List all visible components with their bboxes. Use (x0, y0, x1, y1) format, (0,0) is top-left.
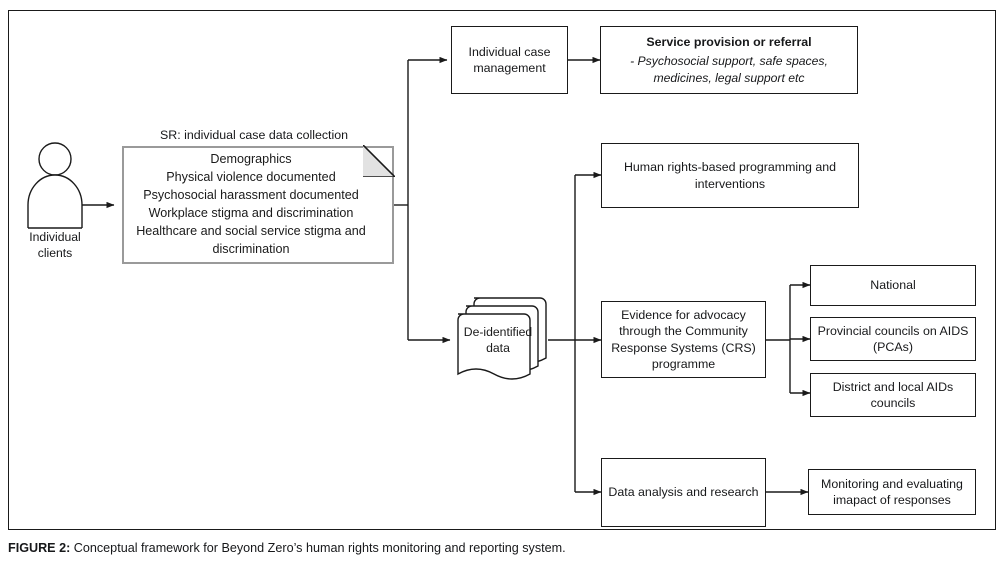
node-provincial-councils[interactable]: Provincial councils on AIDS (PCAs) (810, 317, 976, 361)
collection-item-healthcare-stigma: Healthcare and social service stigma and… (136, 223, 366, 256)
figure-caption: FIGURE 2: Conceptual framework for Beyon… (8, 540, 996, 558)
service-provision-detail: - Psychosocial support, safe spaces, med… (630, 54, 828, 85)
node-monitoring-evaluating[interactable]: Monitoring and evaluating imapact of res… (808, 469, 976, 515)
node-district-councils[interactable]: District and local AIDs councils (810, 373, 976, 417)
service-provision-title: Service provision or referral (646, 34, 812, 49)
provincial-label: Provincial councils on AIDS (PCAs) (817, 323, 969, 354)
client-label-line2: clients (37, 245, 73, 260)
collection-item-physical-violence: Physical violence documented (166, 170, 336, 185)
case-management-label: Individual case management (468, 44, 551, 75)
national-label: National (870, 278, 916, 293)
node-data-analysis[interactable]: Data analysis and research (601, 458, 766, 527)
folded-corner-icon (363, 145, 395, 177)
node-individual-case-management[interactable]: Individual case management (451, 26, 568, 94)
evidence-advocacy-label: Evidence for advocacy through the Commun… (611, 307, 756, 371)
figure-caption-text: Conceptual framework for Beyond Zero’s h… (73, 541, 566, 555)
service-provision-content: Service provision or referral - Psychoso… (611, 34, 847, 86)
deidentified-label-line2: data (486, 341, 510, 356)
figure-caption-prefix: FIGURE 2: (8, 541, 71, 555)
node-national[interactable]: National (810, 265, 976, 306)
client-label: Individual clients (10, 230, 100, 262)
person-icon (27, 142, 83, 229)
client-label-line1: Individual (29, 230, 81, 244)
node-service-provision[interactable]: Service provision or referral - Psychoso… (600, 26, 858, 94)
data-collection-items: Demographics Physical violence documente… (122, 147, 394, 262)
deidentified-label-line1: De-identified (463, 325, 533, 339)
deidentified-data-label: De-identified data (454, 324, 542, 357)
data-collection-border (122, 146, 394, 264)
data-collection-header: SR: individual case data collection (160, 128, 349, 142)
data-analysis-label: Data analysis and research (608, 485, 759, 500)
collection-item-workplace-stigma: Workplace stigma and discrimination (148, 206, 354, 220)
collection-item-psychosocial: Psychosocial harassment documented (143, 188, 359, 203)
node-evidence-advocacy[interactable]: Evidence for advocacy through the Commun… (601, 301, 766, 378)
data-collection-box[interactable]: Demographics Physical violence documente… (122, 145, 395, 264)
human-rights-label: Human rights-based programming and inter… (623, 160, 837, 191)
monitoring-label: Monitoring and evaluating imapact of res… (821, 476, 963, 507)
deidentified-data-shape[interactable] (450, 292, 554, 388)
collection-item-demographics: Demographics (210, 152, 292, 167)
district-label: District and local AIDs councils (832, 379, 954, 410)
node-human-rights-programming[interactable]: Human rights-based programming and inter… (601, 143, 859, 208)
